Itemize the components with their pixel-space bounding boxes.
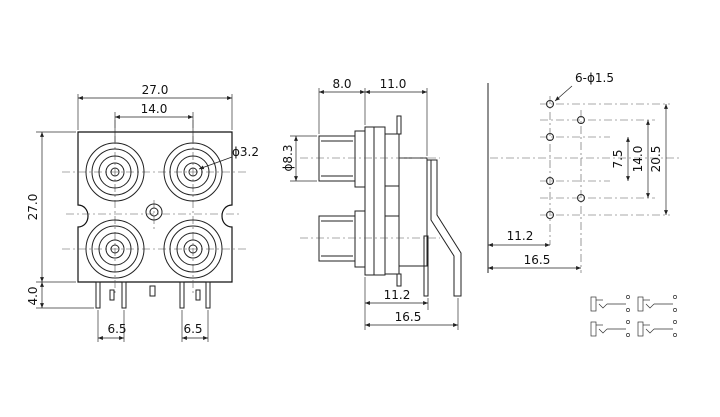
dim-pin-pitch-right-label: 6.5: [183, 322, 202, 336]
side-pins: [396, 115, 429, 297]
front-view: 27.0 14.0 ϕ3.2 27.0 4.0: [26, 83, 259, 342]
dim-total-depth: 16.5: [365, 298, 459, 330]
dim-flange: 8.0: [318, 77, 366, 134]
dim-pin-pitch-right: 6.5: [181, 310, 209, 342]
jack-symbol-2: [637, 295, 677, 312]
dim-pin-height-label: 4.0: [26, 286, 40, 305]
jack-symbol-3: [590, 320, 630, 337]
jack-symbol-4: [637, 320, 677, 337]
jack-bottom-left: [85, 219, 145, 279]
jack-symbol-1: [590, 295, 630, 312]
dim-hole-pitch-mid-label: 14.0: [631, 146, 645, 173]
dim-hole-pitch-mid: 14.0: [631, 120, 650, 198]
jack-top-left: [85, 142, 145, 202]
dim-holes: 6-ϕ1.5: [554, 71, 614, 102]
dim-jack-spacing-label: 14.0: [141, 102, 168, 116]
dim-total-x: 16.5: [488, 253, 581, 270]
front-pins: [95, 281, 211, 309]
dim-jack-spacing: 14.0: [114, 102, 194, 142]
dim-jack-diameter-label: ϕ3.2: [232, 145, 259, 159]
dim-hole-pitch-large: 20.5: [649, 104, 668, 215]
front-center-hole: [145, 203, 163, 221]
pcb-layout: 6-ϕ1.5 7.5 14.0 20.5 11.2 16.5: [487, 71, 680, 273]
jack-bottom-right: [163, 219, 223, 279]
dim-pin-pitch-left-label: 6.5: [107, 322, 126, 336]
dim-hole-pitch-small-label: 7.5: [611, 149, 625, 168]
dim-barrel-diameter: ϕ8.3: [281, 135, 317, 182]
dim-holes-label: 6-ϕ1.5: [575, 71, 614, 85]
dim-pin-pitch-left: 6.5: [97, 310, 127, 342]
jack-top-right: [163, 142, 223, 202]
front-view-body: [77, 131, 233, 283]
dim-overall-height: 27.0: [26, 131, 76, 283]
pcb-holes: [546, 100, 585, 219]
dim-jack-diameter: ϕ3.2: [198, 145, 259, 170]
side-barrel-bottom: [318, 210, 366, 268]
dim-pin-offset-label: 11.2: [384, 288, 411, 302]
dim-barrel-diameter-label: ϕ8.3: [281, 145, 295, 172]
dim-depth-label: 11.0: [380, 77, 407, 91]
dim-total-x-label: 16.5: [524, 253, 551, 267]
dim-overall-height-label: 27.0: [26, 194, 40, 221]
side-ground-tab: [427, 159, 462, 297]
dim-overall-width: 27.0: [77, 83, 233, 130]
dim-hole-pitch-small: 7.5: [611, 137, 630, 181]
dim-depth: 11.0: [365, 77, 428, 156]
side-view: 8.0 11.0 ϕ8.3 11.2 16.5: [281, 77, 462, 330]
dim-offset-x: 11.2: [488, 229, 550, 247]
front-center-hole-inner: [149, 207, 159, 217]
dim-pin-offset: 11.2: [364, 277, 429, 330]
schematic-symbols: [590, 295, 677, 337]
pcb-hole-center-lines: [540, 96, 670, 273]
side-housing: [364, 126, 428, 276]
dim-pin-height: 4.0: [26, 282, 94, 309]
dim-offset-x-label: 11.2: [507, 229, 534, 243]
dim-total-depth-label: 16.5: [395, 310, 422, 324]
dim-flange-label: 8.0: [332, 77, 351, 91]
dim-overall-width-label: 27.0: [142, 83, 169, 97]
side-barrel-top: [318, 130, 366, 188]
dim-hole-pitch-large-label: 20.5: [649, 146, 663, 173]
